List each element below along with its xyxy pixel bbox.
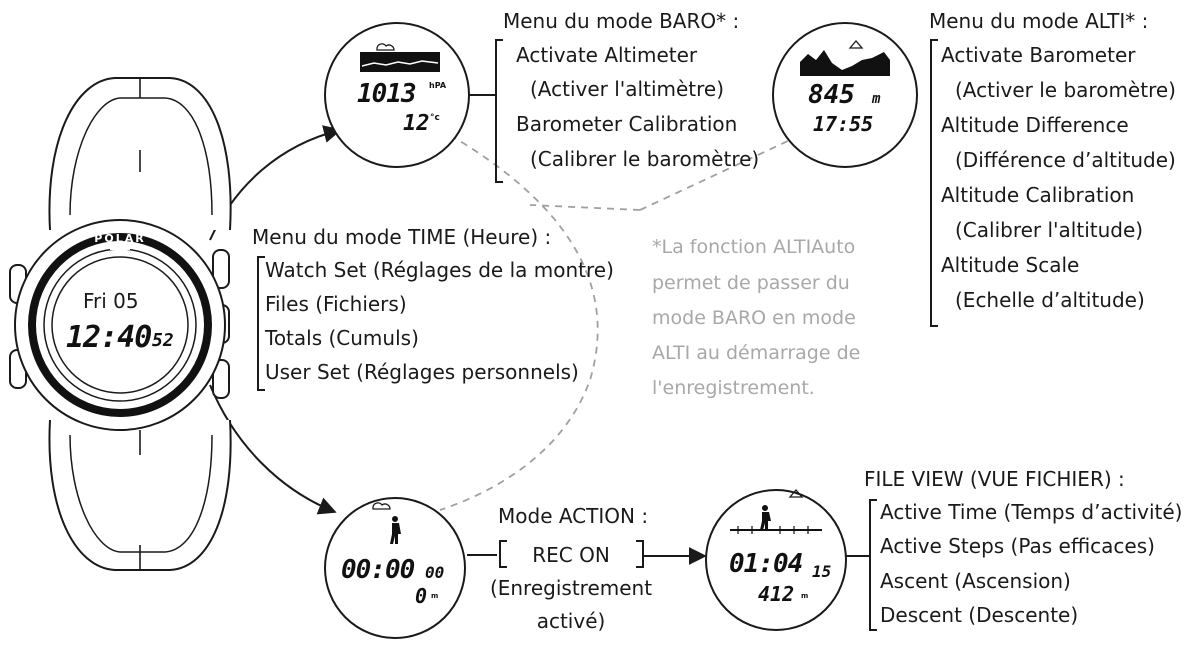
alti-item-2: (Activer le baromètre) xyxy=(955,78,1176,102)
alti-display xyxy=(772,22,918,168)
baro-unit: hPA xyxy=(429,81,447,90)
baro-title: Menu du mode BARO* : xyxy=(503,9,739,33)
time-item-4: User Set (Réglages personnels) xyxy=(265,360,579,384)
action-time: 00:00 xyxy=(341,555,415,585)
time-item-1: Watch Set (Réglages de la montre) xyxy=(265,258,614,282)
watch-time: 12:40 xyxy=(66,320,151,355)
note-line-2: permet de passer du xyxy=(652,272,850,294)
rec-bracket-left xyxy=(499,540,507,568)
baro-bracket xyxy=(495,39,503,183)
action-caption-2: activé) xyxy=(537,609,606,633)
baro-pressure: 1013 xyxy=(357,79,416,109)
file-view-asc: 412 xyxy=(758,582,794,606)
alti-item-5: Altitude Calibration xyxy=(941,183,1134,207)
alti-time: 17:55 xyxy=(813,112,873,136)
note-line-3: mode BARO en mode xyxy=(652,307,856,329)
time-bracket xyxy=(257,256,265,391)
alti-item-3: Altitude Difference xyxy=(941,113,1129,137)
file-view-item-2: Active Steps (Pas efficaces) xyxy=(880,534,1155,558)
file-view-title: FILE VIEW (VUE FICHIER) : xyxy=(864,467,1125,491)
note-line-1: *La fonction ALTIAuto xyxy=(652,236,855,258)
watch-date: Fri 05 xyxy=(83,289,139,313)
action-hund: 00 xyxy=(425,563,444,582)
time-item-3: Totals (Cumuls) xyxy=(264,326,419,350)
action-display xyxy=(324,497,466,639)
time-item-2: Files (Fichiers) xyxy=(265,292,407,316)
alti-item-6: (Calibrer l'altitude) xyxy=(955,218,1143,242)
note-line-5: l'enregistrement. xyxy=(652,377,815,399)
watch-seconds: 52 xyxy=(152,330,174,351)
file-view-bracket xyxy=(869,499,877,631)
baro-display xyxy=(324,22,470,168)
file-view-item-1: Active Time (Temps d’activité) xyxy=(880,500,1182,524)
alti-item-8: (Echelle d’altitude) xyxy=(955,288,1145,312)
alti-item-1: Activate Barometer xyxy=(941,43,1136,67)
baro-temp: 12 xyxy=(403,111,430,136)
watch-brand: POLAR xyxy=(94,232,145,245)
action-caption-1: (Enregistrement xyxy=(490,576,652,600)
file-view-hund: 15 xyxy=(812,562,831,581)
rec-bracket-right xyxy=(636,540,644,568)
alti-bracket xyxy=(930,39,938,327)
action-asc: 0 xyxy=(415,584,427,608)
alti-title: Menu du mode ALTI* : xyxy=(929,9,1148,33)
file-view-asc-unit: m xyxy=(801,592,808,600)
action-asc-unit: m xyxy=(431,592,438,600)
alti-altitude: 845 xyxy=(808,80,855,110)
polar-watch xyxy=(9,77,232,571)
time-title: Menu du mode TIME (Heure) : xyxy=(252,225,551,249)
baro-item-4: (Calibrer le baromètre) xyxy=(530,147,759,171)
file-view-item-4: Descent (Descente) xyxy=(880,603,1078,627)
arrow-to-action xyxy=(209,384,337,515)
baro-item-2: (Activer l'altimètre) xyxy=(530,77,724,101)
file-view-time: 01:04 xyxy=(729,549,803,579)
alti-item-7: Altitude Scale xyxy=(941,253,1079,277)
action-title: Mode ACTION : xyxy=(498,504,648,528)
dashed-connectors xyxy=(439,134,791,511)
baro-item-1: Activate Altimeter xyxy=(516,43,698,67)
file-view-item-3: Ascent (Ascension) xyxy=(880,569,1071,593)
alti-item-4: (Différence d’altitude) xyxy=(955,148,1176,172)
baro-item-3: Barometer Calibration xyxy=(516,112,737,136)
rec-on-label: REC ON xyxy=(532,543,610,567)
baro-temp-unit: °c xyxy=(430,113,440,123)
note-line-4: ALTI au démarrage de xyxy=(652,342,860,364)
alti-unit: m xyxy=(871,91,881,107)
file-view-display xyxy=(705,489,847,631)
